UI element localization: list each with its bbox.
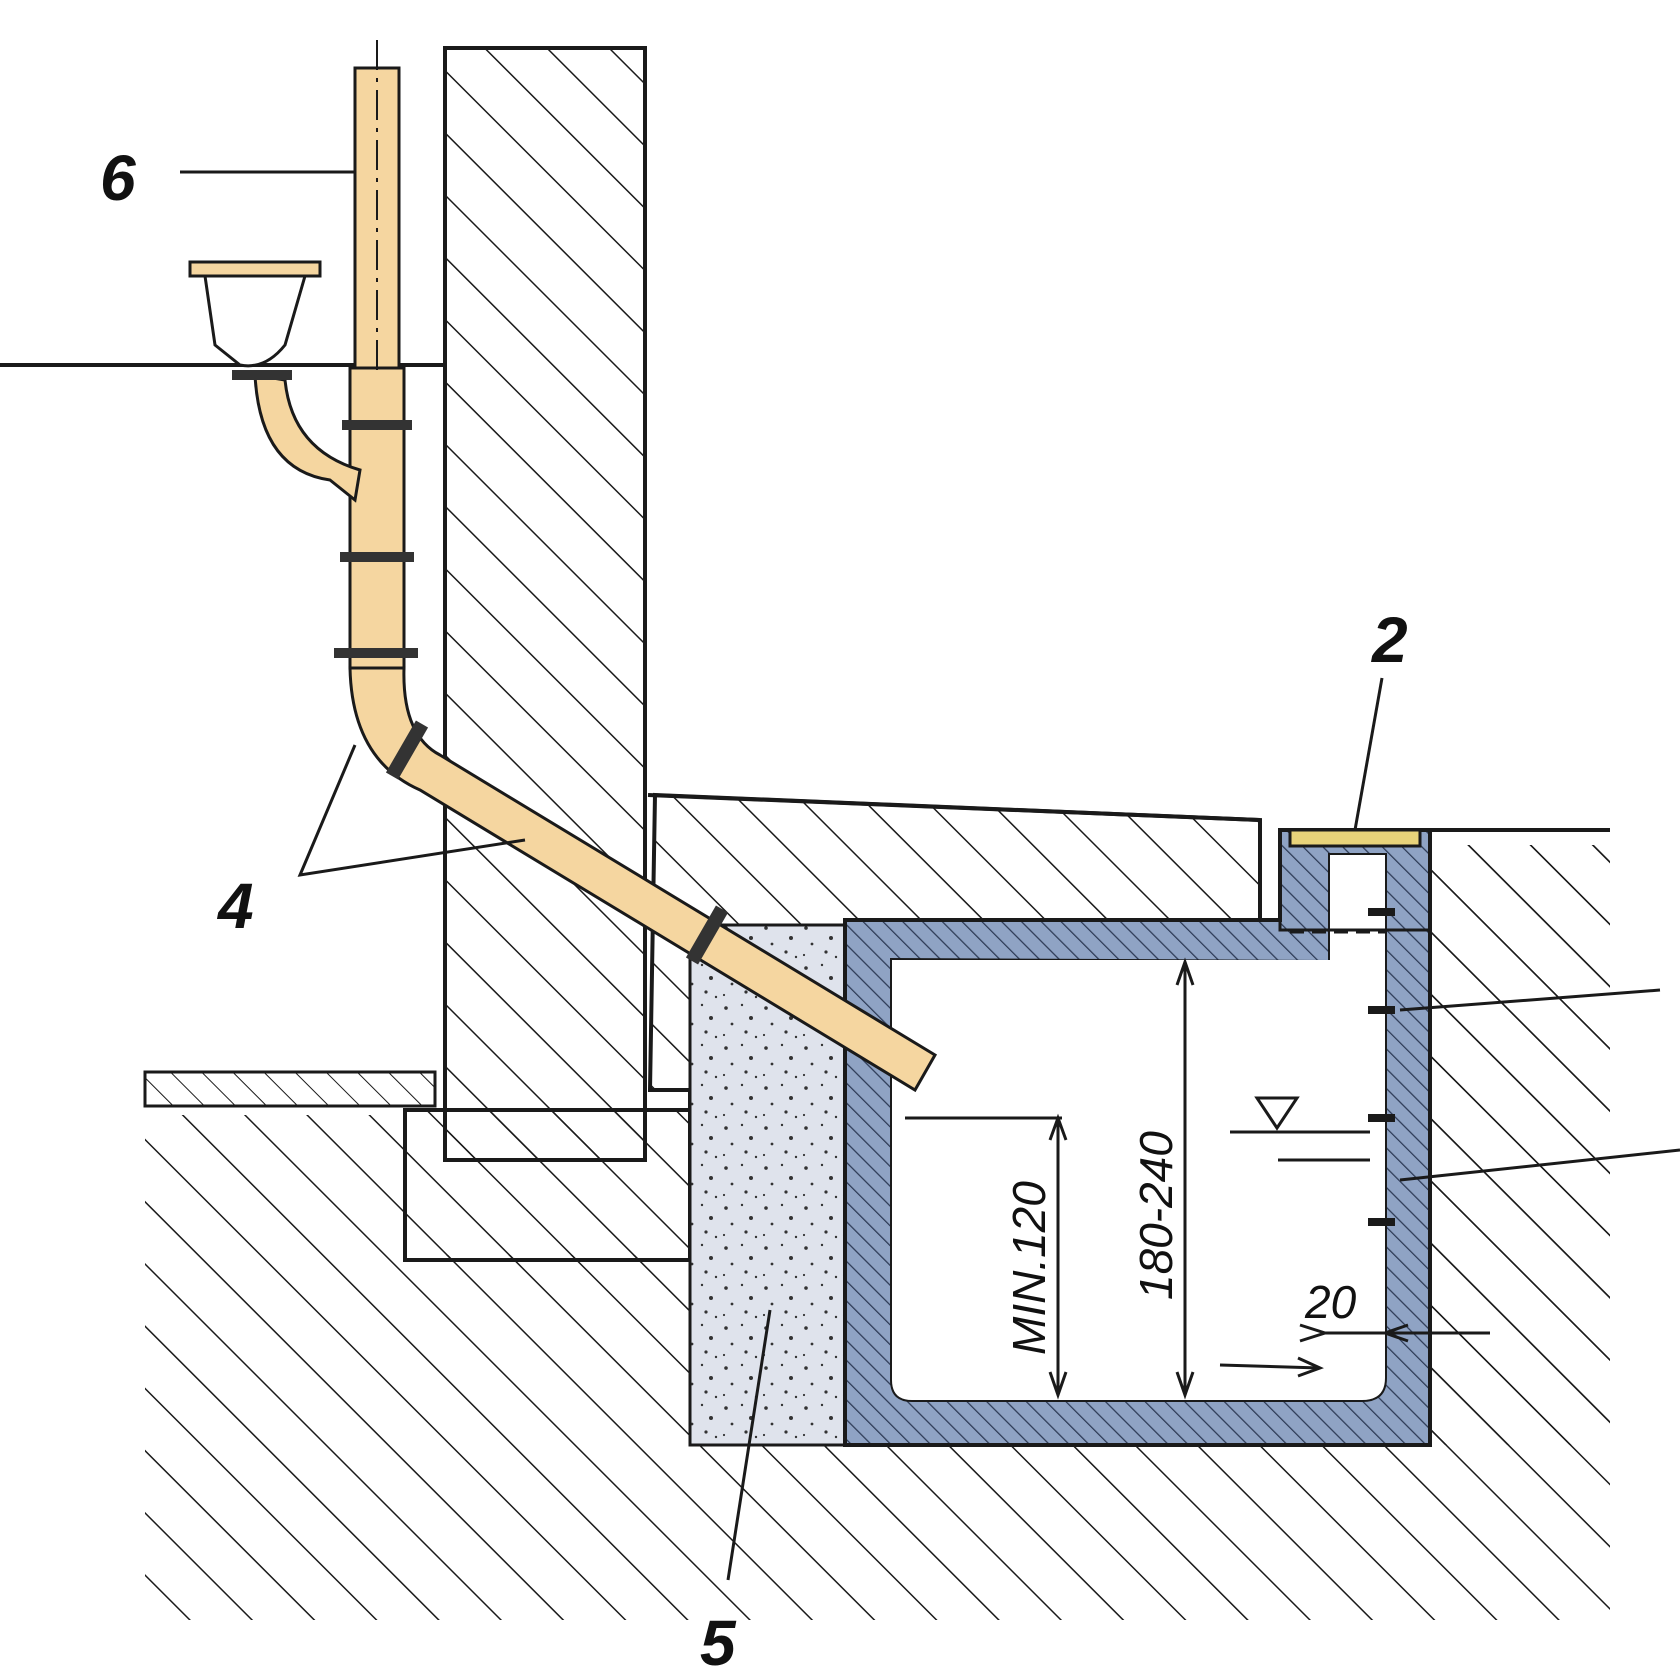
inclined-drain-pipe (348, 666, 938, 1093)
callout-6: 6 (100, 142, 136, 214)
tank-interior (892, 855, 1385, 1400)
callout-leaders (180, 170, 1384, 1581)
water-level-icon (1230, 1096, 1370, 1162)
toilet-outlet-pipe (253, 373, 362, 503)
dimension-min-depth-label: MIN.120 (1003, 1181, 1055, 1355)
ladder-rungs (1368, 908, 1395, 1226)
leader-line-right-2 (1399, 1148, 1680, 1182)
dimension-min-depth (905, 1113, 1068, 1400)
pipe-joints (232, 370, 729, 965)
dimension-height (1175, 957, 1195, 1400)
dimension-wall-thickness (1219, 1323, 1490, 1378)
drain-pipe (253, 40, 938, 1093)
callout-4: 4 (216, 870, 254, 942)
dimension-wall-thickness-label: 20 (1304, 1276, 1357, 1328)
foundation-footing (403, 1108, 692, 1262)
dimension-height-label: 180-240 (1130, 1131, 1182, 1300)
callout-2: 2 (1371, 604, 1408, 676)
grate (1288, 828, 1422, 848)
leader-line-right-1 (1399, 988, 1661, 1012)
soil-ground (145, 845, 1610, 1620)
building-wall (443, 46, 647, 1162)
floor-slab (143, 1070, 437, 1108)
surface-line (647, 793, 1261, 822)
callout-5: 5 (700, 1607, 737, 1679)
soil-right (1430, 845, 1610, 1445)
soil-stack (348, 366, 406, 670)
toilet-bowl (188, 260, 322, 368)
